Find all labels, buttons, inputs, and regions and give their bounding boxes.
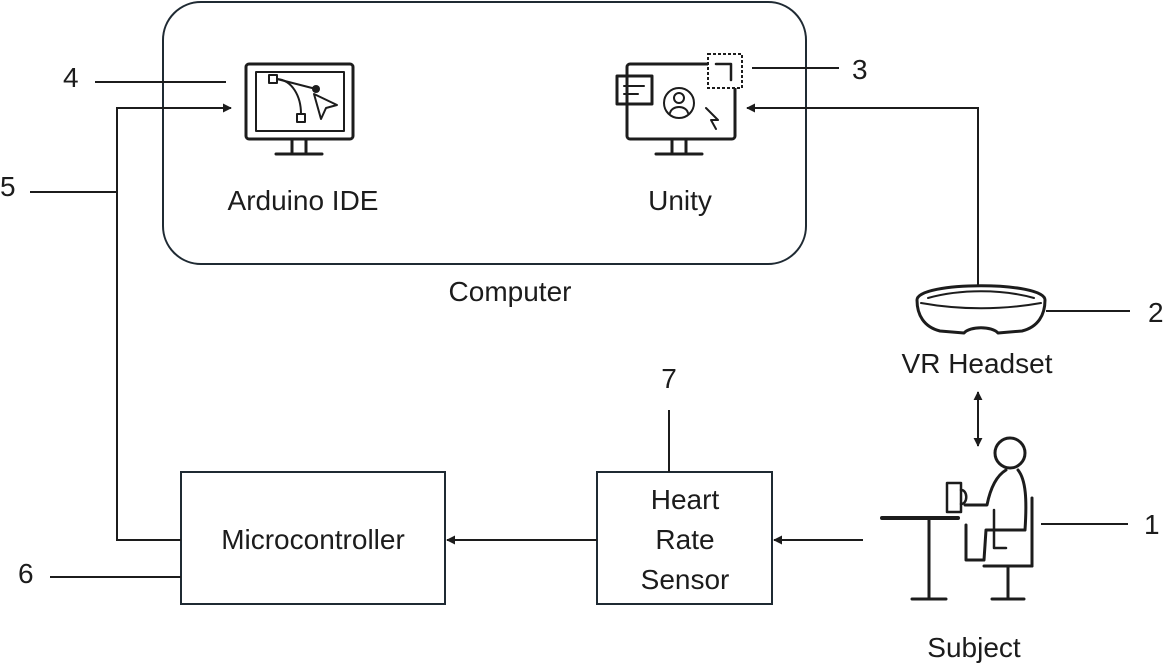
headset-to-unity-arrow (746, 103, 979, 285)
callout-number-1: 1 (1144, 509, 1160, 540)
heart-rate-sensor-box (596, 471, 773, 605)
subject-icon (880, 436, 1034, 601)
microcontroller-box (180, 471, 446, 605)
sensor-label-line-3: Sensor (641, 564, 730, 595)
callout-number-4: 4 (63, 62, 79, 93)
sensor-label-line-2: Rate (655, 524, 714, 555)
subject-label: Subject (927, 632, 1021, 663)
vr-headset-icon (915, 284, 1047, 335)
unity-monitor-icon (615, 53, 743, 156)
callout-number-5: 5 (0, 171, 16, 202)
computer-label: Computer (449, 276, 572, 307)
callout-number-3: 3 (852, 54, 868, 85)
microcontroller-label: Microcontroller (221, 524, 405, 555)
sensor-label-line-1: Heart (651, 484, 720, 515)
arduino-to-microcontroller-connector (116, 103, 232, 541)
bezier-monitor-icon (244, 62, 355, 156)
callout-number-7: 7 (661, 363, 677, 394)
arduino-ide-label: Arduino IDE (228, 185, 379, 216)
vr-headset-label: VR Headset (902, 348, 1053, 379)
callout-number-2: 2 (1148, 297, 1164, 328)
unity-label: Unity (648, 185, 712, 216)
computer-box (162, 1, 807, 265)
callout-number-6: 6 (18, 558, 34, 589)
